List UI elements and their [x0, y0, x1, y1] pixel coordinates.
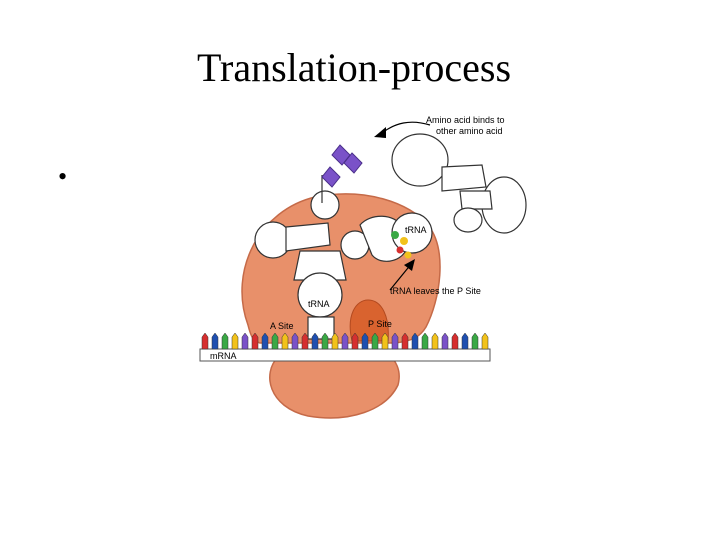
- codon-base: [401, 332, 409, 350]
- codon-base: [411, 332, 419, 350]
- codon-base: [291, 332, 299, 350]
- label-p-site: P Site: [368, 319, 392, 329]
- codon-base: [301, 332, 309, 350]
- slide-title: Translation-process: [196, 45, 512, 90]
- codon-base: [451, 332, 459, 350]
- codon-base: [321, 332, 329, 350]
- codon-base: [211, 332, 219, 350]
- mrna-strand: [199, 348, 491, 362]
- codon-base: [431, 332, 439, 350]
- label-a-site: A Site: [270, 321, 294, 331]
- amino-acid-dots: [391, 231, 412, 259]
- codon-base: [441, 332, 449, 350]
- codon-base: [231, 332, 239, 350]
- trna-exit-site: [359, 212, 433, 262]
- ribosome-small-subunit: [269, 354, 400, 419]
- codon-base: [251, 332, 259, 350]
- codon-base: [201, 332, 209, 350]
- codon-base: [271, 332, 279, 350]
- translation-diagram: Amino acid binds to other amino acid tRN…: [199, 115, 527, 419]
- codon-base: [261, 332, 269, 350]
- codon-base: [351, 332, 359, 350]
- codon-base: [381, 332, 389, 350]
- p-site-region: [349, 299, 389, 342]
- codon-base: [331, 332, 339, 350]
- codon-base: [281, 332, 289, 350]
- label-amino-acid-binds-2: other amino acid: [436, 126, 503, 136]
- codon-bases: [201, 332, 489, 350]
- codon-base: [371, 332, 379, 350]
- trna-a-site: [254, 190, 370, 340]
- codon-base: [221, 332, 229, 350]
- label-mrna: mRNA: [210, 351, 237, 361]
- bullet-point: •: [58, 162, 68, 191]
- codon-base: [391, 332, 399, 350]
- trna-free: [391, 133, 527, 234]
- label-amino-acid-binds-1: Amino acid binds to: [426, 115, 505, 125]
- codon-base: [361, 332, 369, 350]
- label-trna-exit: tRNA: [405, 225, 427, 235]
- codon-base: [341, 332, 349, 350]
- codon-base: [311, 332, 319, 350]
- amino-acid-chain: [321, 144, 363, 188]
- codon-base: [471, 332, 479, 350]
- codon-base: [241, 332, 249, 350]
- codon-base: [481, 332, 489, 350]
- codon-base: [461, 332, 469, 350]
- codon-base: [421, 332, 429, 350]
- label-trna-a-site: tRNA: [308, 299, 330, 309]
- binding-arrow: [381, 121, 431, 134]
- label-trna-leaves: tRNA leaves the P Site: [390, 286, 481, 296]
